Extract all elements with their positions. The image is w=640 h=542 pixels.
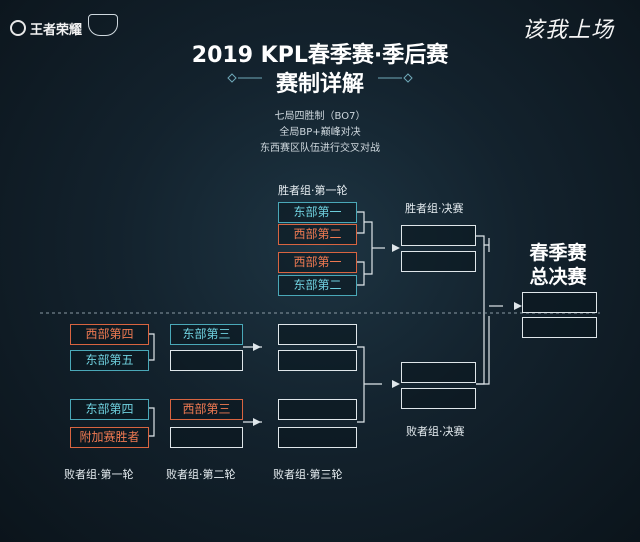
empty-slot xyxy=(401,388,476,409)
team-slot: 东部第五 xyxy=(70,350,149,371)
team-slot: 东部第一 xyxy=(278,202,357,223)
team-slot: 西部第一 xyxy=(278,252,357,273)
empty-slot xyxy=(522,317,597,338)
rule-3: 东西赛区队伍进行交叉对战 xyxy=(260,143,380,154)
team-slot: 东部第四 xyxy=(70,399,149,420)
empty-slot xyxy=(170,427,243,448)
kpl-crest-icon xyxy=(88,14,118,36)
empty-slot xyxy=(278,350,357,371)
team-slot: 西部第三 xyxy=(170,399,243,420)
team-slot: 西部第二 xyxy=(278,224,357,245)
slogan: 该我上场 xyxy=(522,18,615,43)
rule-2: 全局BP+巅峰对决 xyxy=(279,127,361,138)
team-slot: 附加赛胜者 xyxy=(70,427,149,448)
empty-slot xyxy=(278,399,357,420)
rule-1: 七局四胜制（BO7） xyxy=(274,111,366,122)
empty-slot xyxy=(522,292,597,313)
game-logo-text: 王者荣耀 xyxy=(30,23,83,38)
losers-round3-label: 败者组·第三轮 xyxy=(273,468,343,481)
losers-round1-label: 败者组·第一轮 xyxy=(64,468,134,481)
page-subtitle: 赛制详解 xyxy=(275,72,364,97)
empty-slot xyxy=(170,350,243,371)
grand-final-title-1: 春季赛 xyxy=(529,242,587,264)
team-slot: 东部第三 xyxy=(170,324,243,345)
team-slot: 东部第二 xyxy=(278,275,357,296)
grand-final-title-2: 总决赛 xyxy=(529,266,587,288)
empty-slot xyxy=(278,324,357,345)
empty-slot xyxy=(401,362,476,383)
game-logo-icon xyxy=(10,20,26,36)
empty-slot xyxy=(401,251,476,272)
team-slot: 西部第四 xyxy=(70,324,149,345)
losers-final-label: 败者组·决赛 xyxy=(406,425,465,438)
page-title: 2019 KPL春季赛·季后赛 xyxy=(191,43,449,68)
empty-slot xyxy=(401,225,476,246)
winners-round1-label: 胜者组·第一轮 xyxy=(278,184,348,197)
empty-slot xyxy=(278,427,357,448)
losers-round2-label: 败者组·第二轮 xyxy=(166,468,236,481)
winners-final-label: 胜者组·决赛 xyxy=(405,202,464,215)
